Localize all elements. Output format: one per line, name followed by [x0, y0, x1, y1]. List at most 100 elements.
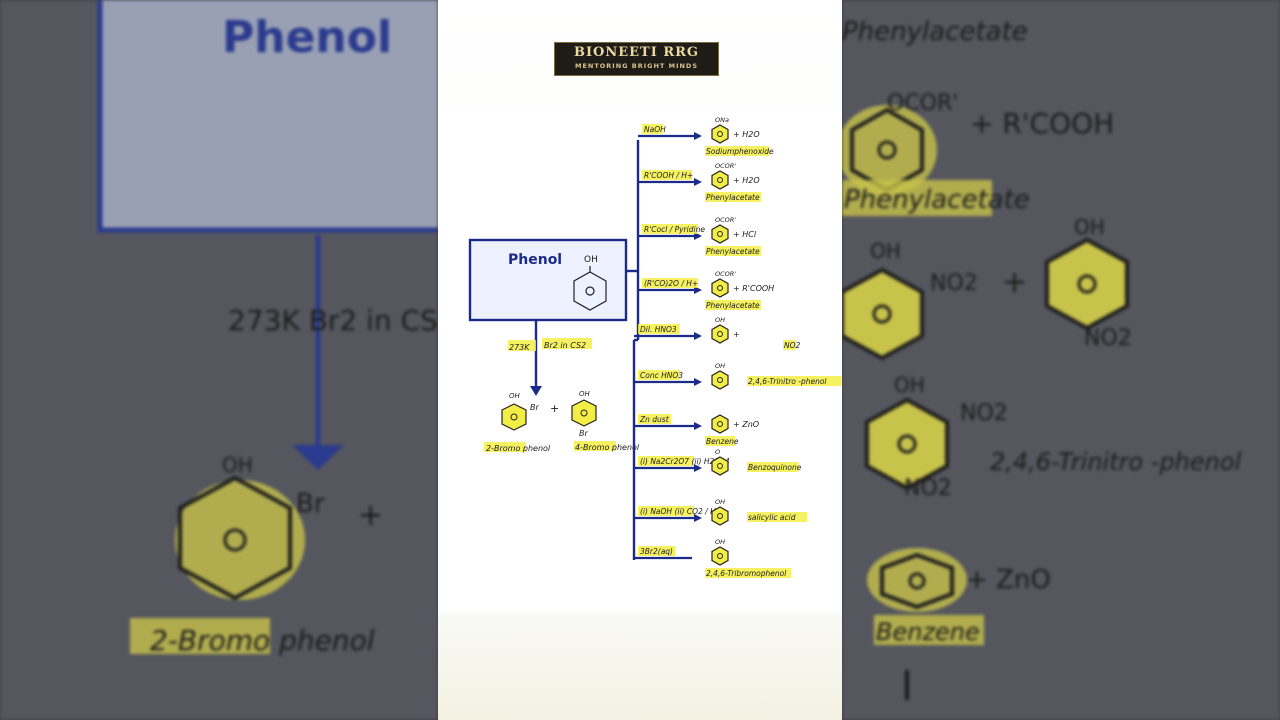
logo-name: BIONEETI RRG: [573, 45, 700, 60]
bg-right-no2-c: NO2: [960, 401, 1008, 426]
product-name-0: Sodiumphenoxide: [706, 147, 774, 156]
reaction-chart-sheet: Phenol OH 273K Br2 in CS2 OH Br 2-Bromo: [438, 106, 842, 613]
bg-right-name2: 2,4,6-Trinitro -phenol: [990, 448, 1242, 476]
bg-right-no2-b: NO2: [1084, 326, 1132, 351]
p2bp-br: Br: [530, 403, 539, 412]
product-ring-center-9: [717, 553, 723, 559]
phenol-title: Phenol: [508, 252, 562, 268]
reagent-highlight-2: [642, 224, 698, 234]
reagent-highlight-1: [642, 170, 693, 180]
product-ring-center-2: [717, 231, 723, 237]
down-reagent: Br2 in CS2: [544, 341, 586, 350]
product-ring-7: [711, 456, 729, 476]
bg-left-oh: OH: [222, 453, 253, 477]
bg-right-oh2: OH: [1074, 215, 1105, 239]
product-ring-center-0: [717, 131, 723, 137]
reaction-arrowhead-1: [694, 178, 702, 186]
product-name-3: Phenylacetate: [706, 301, 760, 310]
product-sub-1: OCOR': [715, 162, 736, 170]
reaction-arrowhead-4: [694, 332, 702, 340]
product-ring-center-4: [717, 331, 723, 337]
product-sub-5: OH: [715, 362, 725, 370]
product-name-highlight-1: [705, 192, 761, 202]
bg-right-no2-d: NO2: [904, 476, 952, 501]
reagent-highlight-7: [638, 456, 694, 466]
reagent-label-0: NaOH: [644, 125, 666, 134]
product-name-9: 2,4,6-Tribromophenol: [706, 569, 787, 578]
background-right-drawing: Phenylacetate OCOR' + R'COOH Phenylaceta…: [842, 17, 1242, 700]
product-ring-center-7: [717, 463, 723, 469]
reaction-arrowhead-8: [694, 514, 702, 522]
product-sub-9: OH: [715, 538, 725, 546]
product-ring-0: [711, 124, 729, 144]
phenol-box: [468, 238, 628, 322]
product-name-6: Benzene: [706, 437, 739, 446]
product-name-highlight-5: [747, 376, 842, 386]
product-ring-3: [711, 278, 729, 298]
reaction-arrowhead-6: [694, 422, 702, 430]
reagent-label-7: (i) Na2Cr2O7 (ii) H2SO4: [640, 457, 730, 466]
product-name-highlight-7: [747, 462, 799, 472]
reagent-label-3: (R'CO)2O / H+: [644, 279, 698, 288]
bg-right-top: Phenylacetate: [842, 17, 1028, 47]
logo-tagline: MENTORING BRIGHT MINDS: [574, 62, 699, 70]
product-name-highlight-4: [783, 340, 796, 350]
bg-right-sub1: OCOR': [887, 91, 958, 116]
bg-right-name1: Phenylacetate: [844, 185, 1030, 215]
reagent-highlight-9: [638, 546, 676, 556]
reagent-label-5: Conc HNO3: [640, 371, 683, 380]
product-ring-9: [711, 546, 729, 566]
product-name-8: salicylic acid: [748, 513, 796, 522]
product-ring-5: [711, 370, 729, 390]
product-extra-0: + H2O: [733, 130, 760, 139]
reagent-highlight-8: [638, 506, 694, 516]
bg-left-br: Br: [296, 489, 325, 519]
bg-right-oh1: OH: [870, 239, 901, 263]
product-ring-center-6: [717, 421, 723, 427]
bg-right-plus: +: [1002, 265, 1027, 300]
product-name-5: 2,4,6-Trinitro -phenol: [748, 377, 827, 386]
p4bp-br: Br: [579, 429, 588, 438]
bg-right-no2-a: NO2: [930, 271, 978, 296]
bg-left-name: 2-Bromo phenol: [150, 624, 375, 657]
bg-right-eq3: + ZnO: [966, 565, 1051, 595]
video-frame: BIONEETI RRG MENTORING BRIGHT MINDS Phen…: [438, 0, 842, 720]
reagent-label-1: R'COOH / H+: [644, 171, 693, 180]
phenol-ring-icon: [573, 266, 607, 311]
product-ring-4: [711, 324, 729, 344]
phenol-oh: OH: [584, 255, 598, 265]
product-ring-2: [711, 224, 729, 244]
reagent-label-9: 3Br2(aq): [640, 547, 673, 556]
product-name-2: Phenylacetate: [706, 247, 760, 256]
reagent-label-4: Dil. HNO3: [640, 325, 677, 334]
brand-logo: BIONEETI RRG MENTORING BRIGHT MINDS: [554, 42, 719, 76]
product-name-highlight-0: [705, 146, 770, 156]
bg-left-plus: +: [358, 498, 383, 533]
product-extra-3: + R'COOH: [733, 284, 774, 293]
product-name-highlight-6: [705, 436, 736, 446]
product-sub-4: OH: [715, 316, 725, 324]
product-name-highlight-2: [705, 246, 761, 256]
product-extra-6: + ZnO: [733, 420, 759, 429]
down-temp: 273K: [509, 343, 530, 352]
reaction-arrowhead-5: [694, 378, 702, 386]
product-extra-1: + H2O: [733, 176, 760, 185]
product-ring-1: [711, 170, 729, 190]
product-sub-3: OCOR': [715, 270, 736, 278]
reagent-highlight-0: [642, 124, 663, 134]
product-ring-center-3: [717, 285, 723, 291]
p4bp-oh: OH: [579, 390, 591, 398]
reagent-highlight-4: [638, 324, 680, 334]
down-arrowhead: [530, 386, 542, 396]
bg-left-label: 273K Br2 in CS2: [228, 304, 438, 337]
product-name-highlight-8: [747, 512, 808, 522]
bg-right-name3: Benzene: [876, 618, 980, 646]
product-sub-7: O: [715, 448, 720, 456]
product-ring-8: [711, 506, 729, 526]
product-name-1: Phenylacetate: [706, 193, 760, 202]
background-left-zoom: Phenol 273K Br2 in CS2 OH Br + 2-Bromo p…: [0, 0, 438, 720]
product-sub-8: OH: [715, 498, 725, 506]
reagent-highlight-5: [638, 370, 680, 380]
product-ring-center-1: [717, 177, 723, 183]
